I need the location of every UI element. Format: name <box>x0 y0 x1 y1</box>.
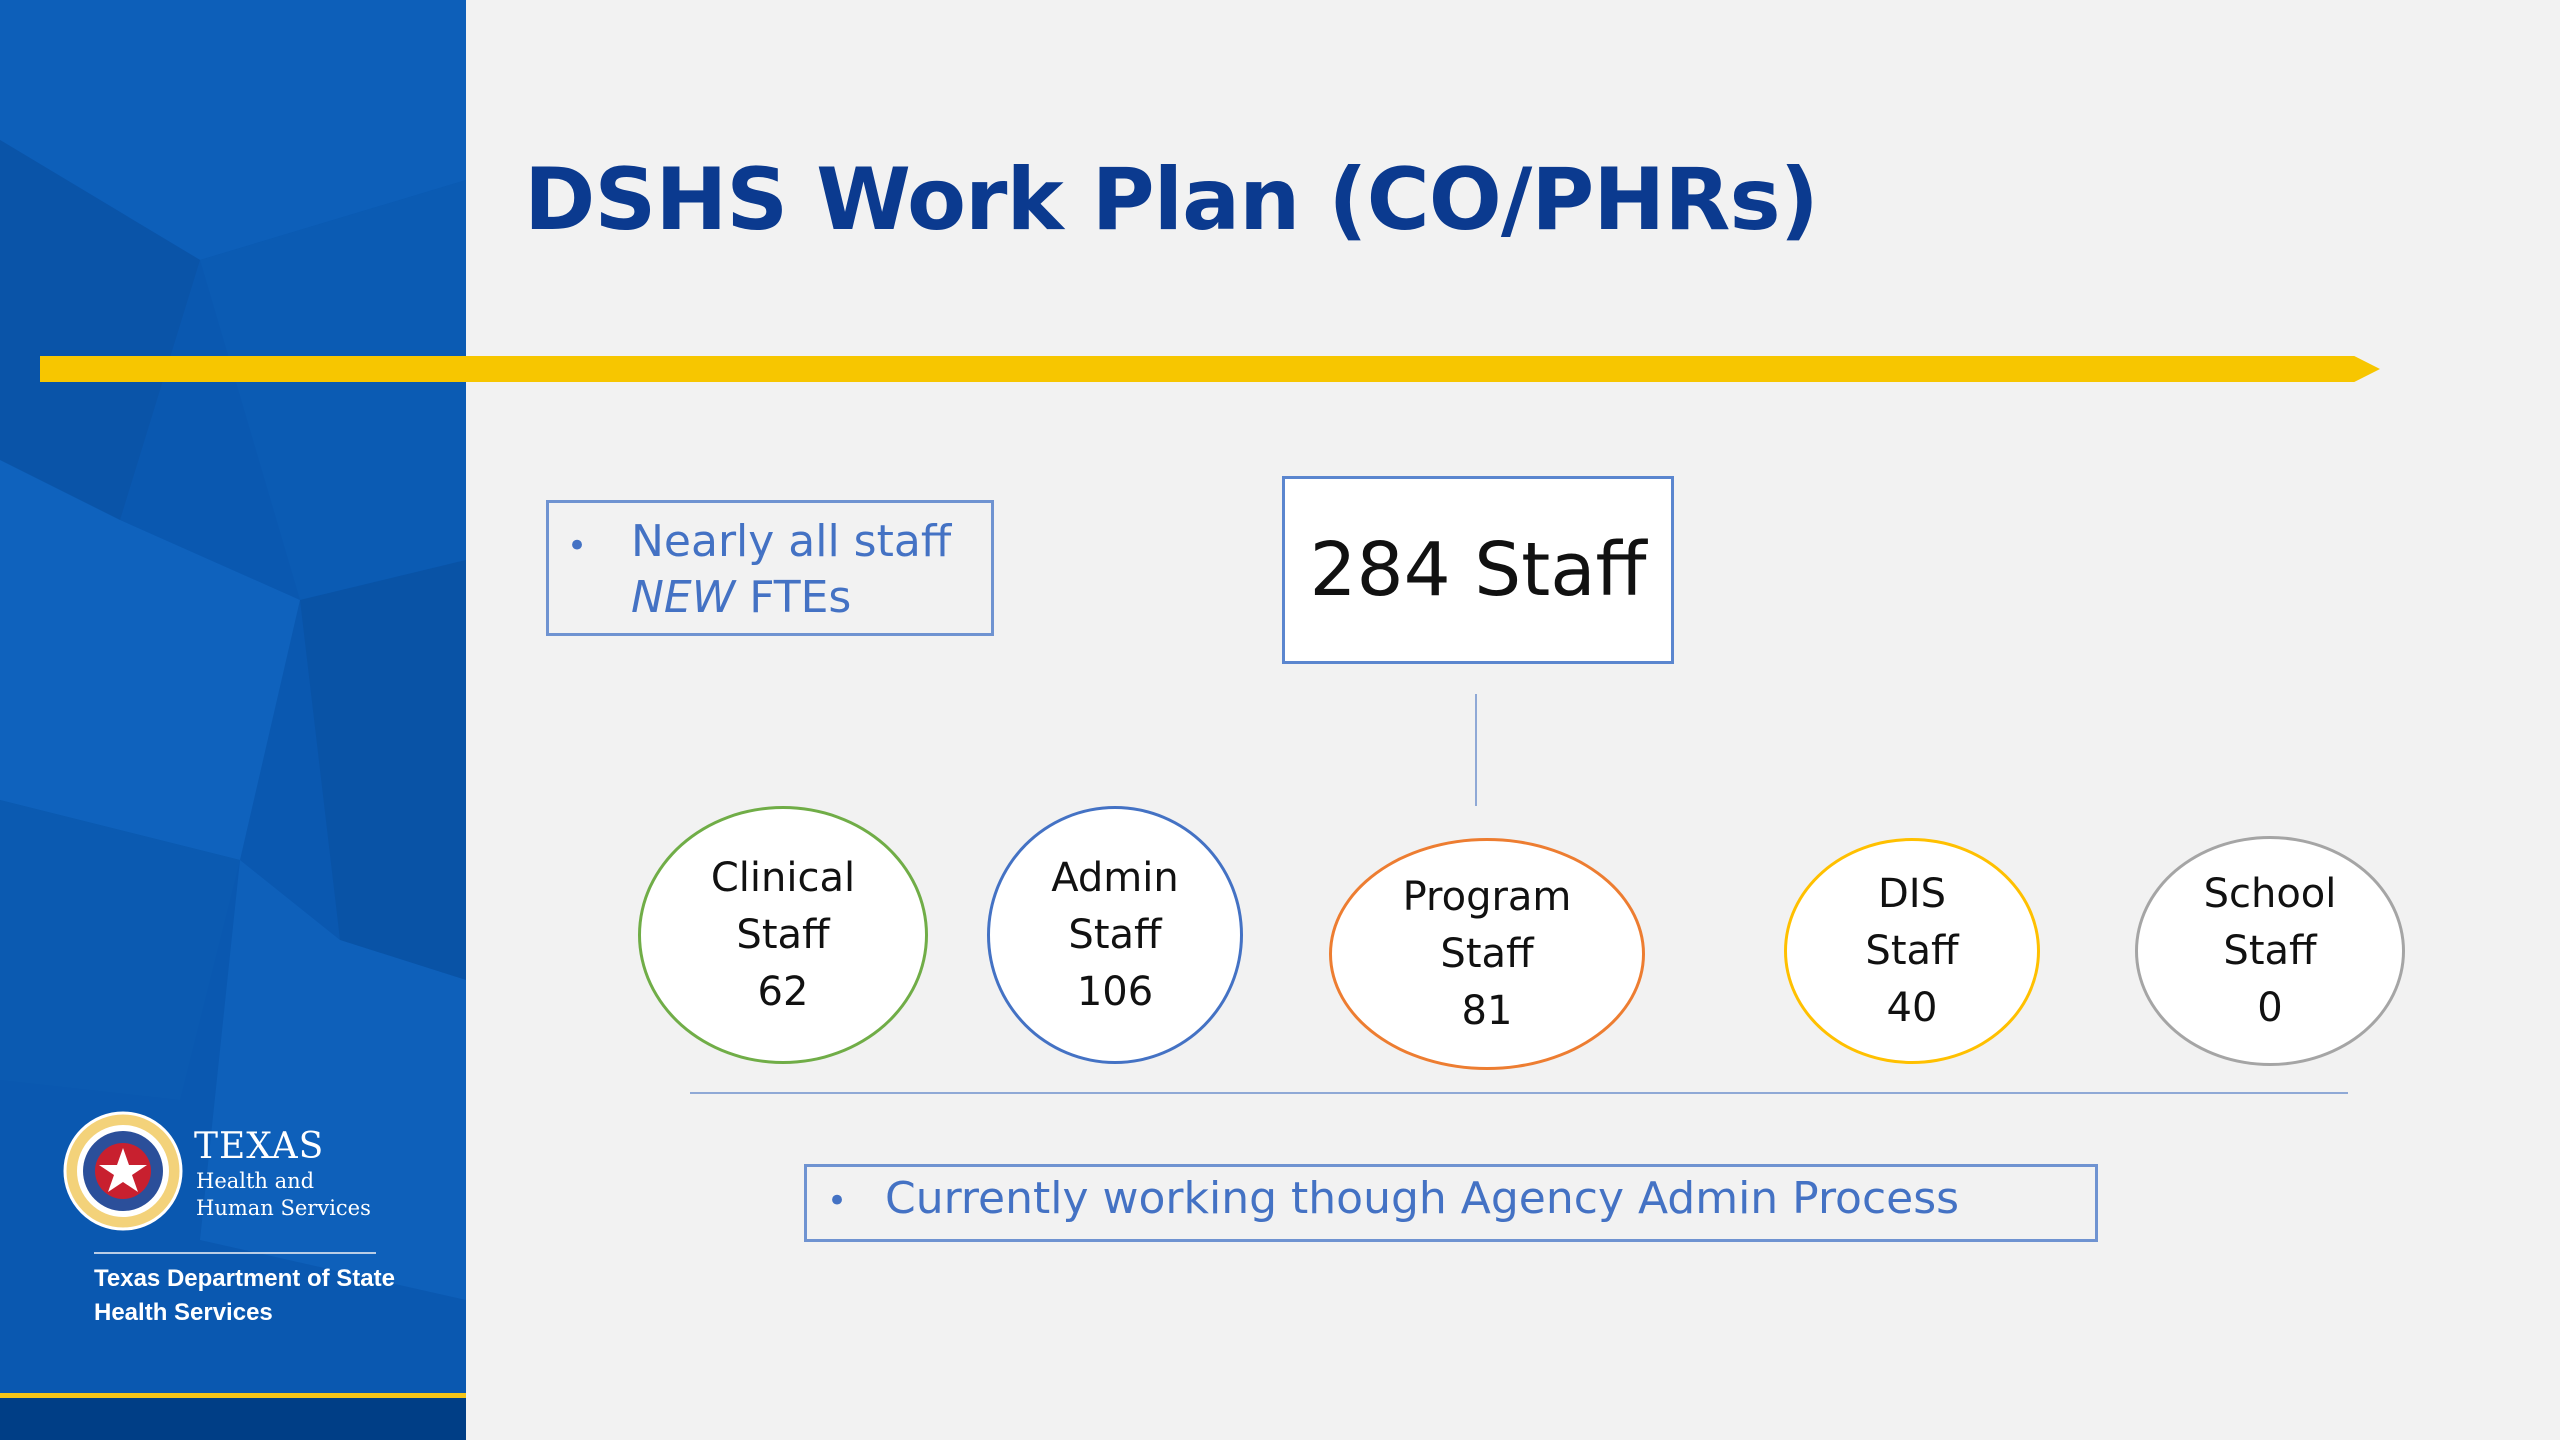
slide-title: DSHS Work Plan (CO/PHRs) <box>524 150 1819 250</box>
group-count: 62 <box>757 968 809 1015</box>
left-brand-panel: TEXAS Health and Human Services Texas De… <box>0 0 466 1440</box>
texas-seal-icon <box>63 1111 183 1231</box>
group-circle-program: Program Staff 81 <box>1329 838 1645 1070</box>
process-text: Currently working though Agency Admin Pr… <box>885 1173 1960 1224</box>
logo-texas-word: TEXAS <box>194 1126 325 1167</box>
title-divider-bar <box>40 356 2380 382</box>
group-name-line1: DIS <box>1878 870 1946 917</box>
group-name-line2: Staff <box>1865 927 1959 974</box>
group-circle-school: School Staff 0 <box>2135 836 2405 1066</box>
group-name-line2: Staff <box>2223 927 2317 974</box>
groups-baseline <box>690 1092 2348 1094</box>
total-staff-label: 284 Staff <box>1309 527 1647 613</box>
total-staff-box: 284 Staff <box>1282 476 1674 664</box>
group-name-line2: Staff <box>736 911 830 958</box>
group-circle-clinical: Clinical Staff 62 <box>638 806 928 1064</box>
logo-hhs-subtitle: Health and Human Services <box>196 1169 371 1220</box>
group-count: 0 <box>2257 984 2283 1031</box>
note-emphasis: NEW <box>631 572 736 623</box>
group-circle-admin: Admin Staff 106 <box>987 806 1243 1064</box>
panel-background-pattern <box>0 0 466 1300</box>
panel-bottom-band <box>0 1398 466 1440</box>
hhs-logo: TEXAS Health and Human Services <box>62 1110 392 1235</box>
group-count: 40 <box>1886 984 1938 1031</box>
group-name-line1: School <box>2203 870 2337 917</box>
group-circle-dis: DIS Staff 40 <box>1784 838 2040 1064</box>
note-line-1: Nearly all staff <box>631 516 952 567</box>
note-line-2: NEW FTEs <box>631 569 851 627</box>
note-box: • Nearly all staff NEW FTEs <box>546 500 994 636</box>
bullet-icon: • <box>827 1181 848 1221</box>
panel-bottom-accent <box>0 1393 466 1398</box>
group-count: 106 <box>1076 968 1154 1015</box>
connector-line <box>1475 694 1477 806</box>
logo-divider <box>94 1252 376 1254</box>
group-count: 81 <box>1461 987 1513 1034</box>
group-name-line2: Staff <box>1068 911 1162 958</box>
group-name-line2: Staff <box>1440 930 1534 977</box>
group-name-line1: Clinical <box>710 854 856 901</box>
group-name-line1: Admin <box>1051 854 1179 901</box>
process-box: • Currently working though Agency Admin … <box>804 1164 2098 1242</box>
bullet-icon: • <box>567 526 588 566</box>
department-name: Texas Department of State Health Service… <box>94 1265 395 1326</box>
note-line-2-rest: FTEs <box>735 572 852 623</box>
group-name-line1: Program <box>1402 873 1572 920</box>
